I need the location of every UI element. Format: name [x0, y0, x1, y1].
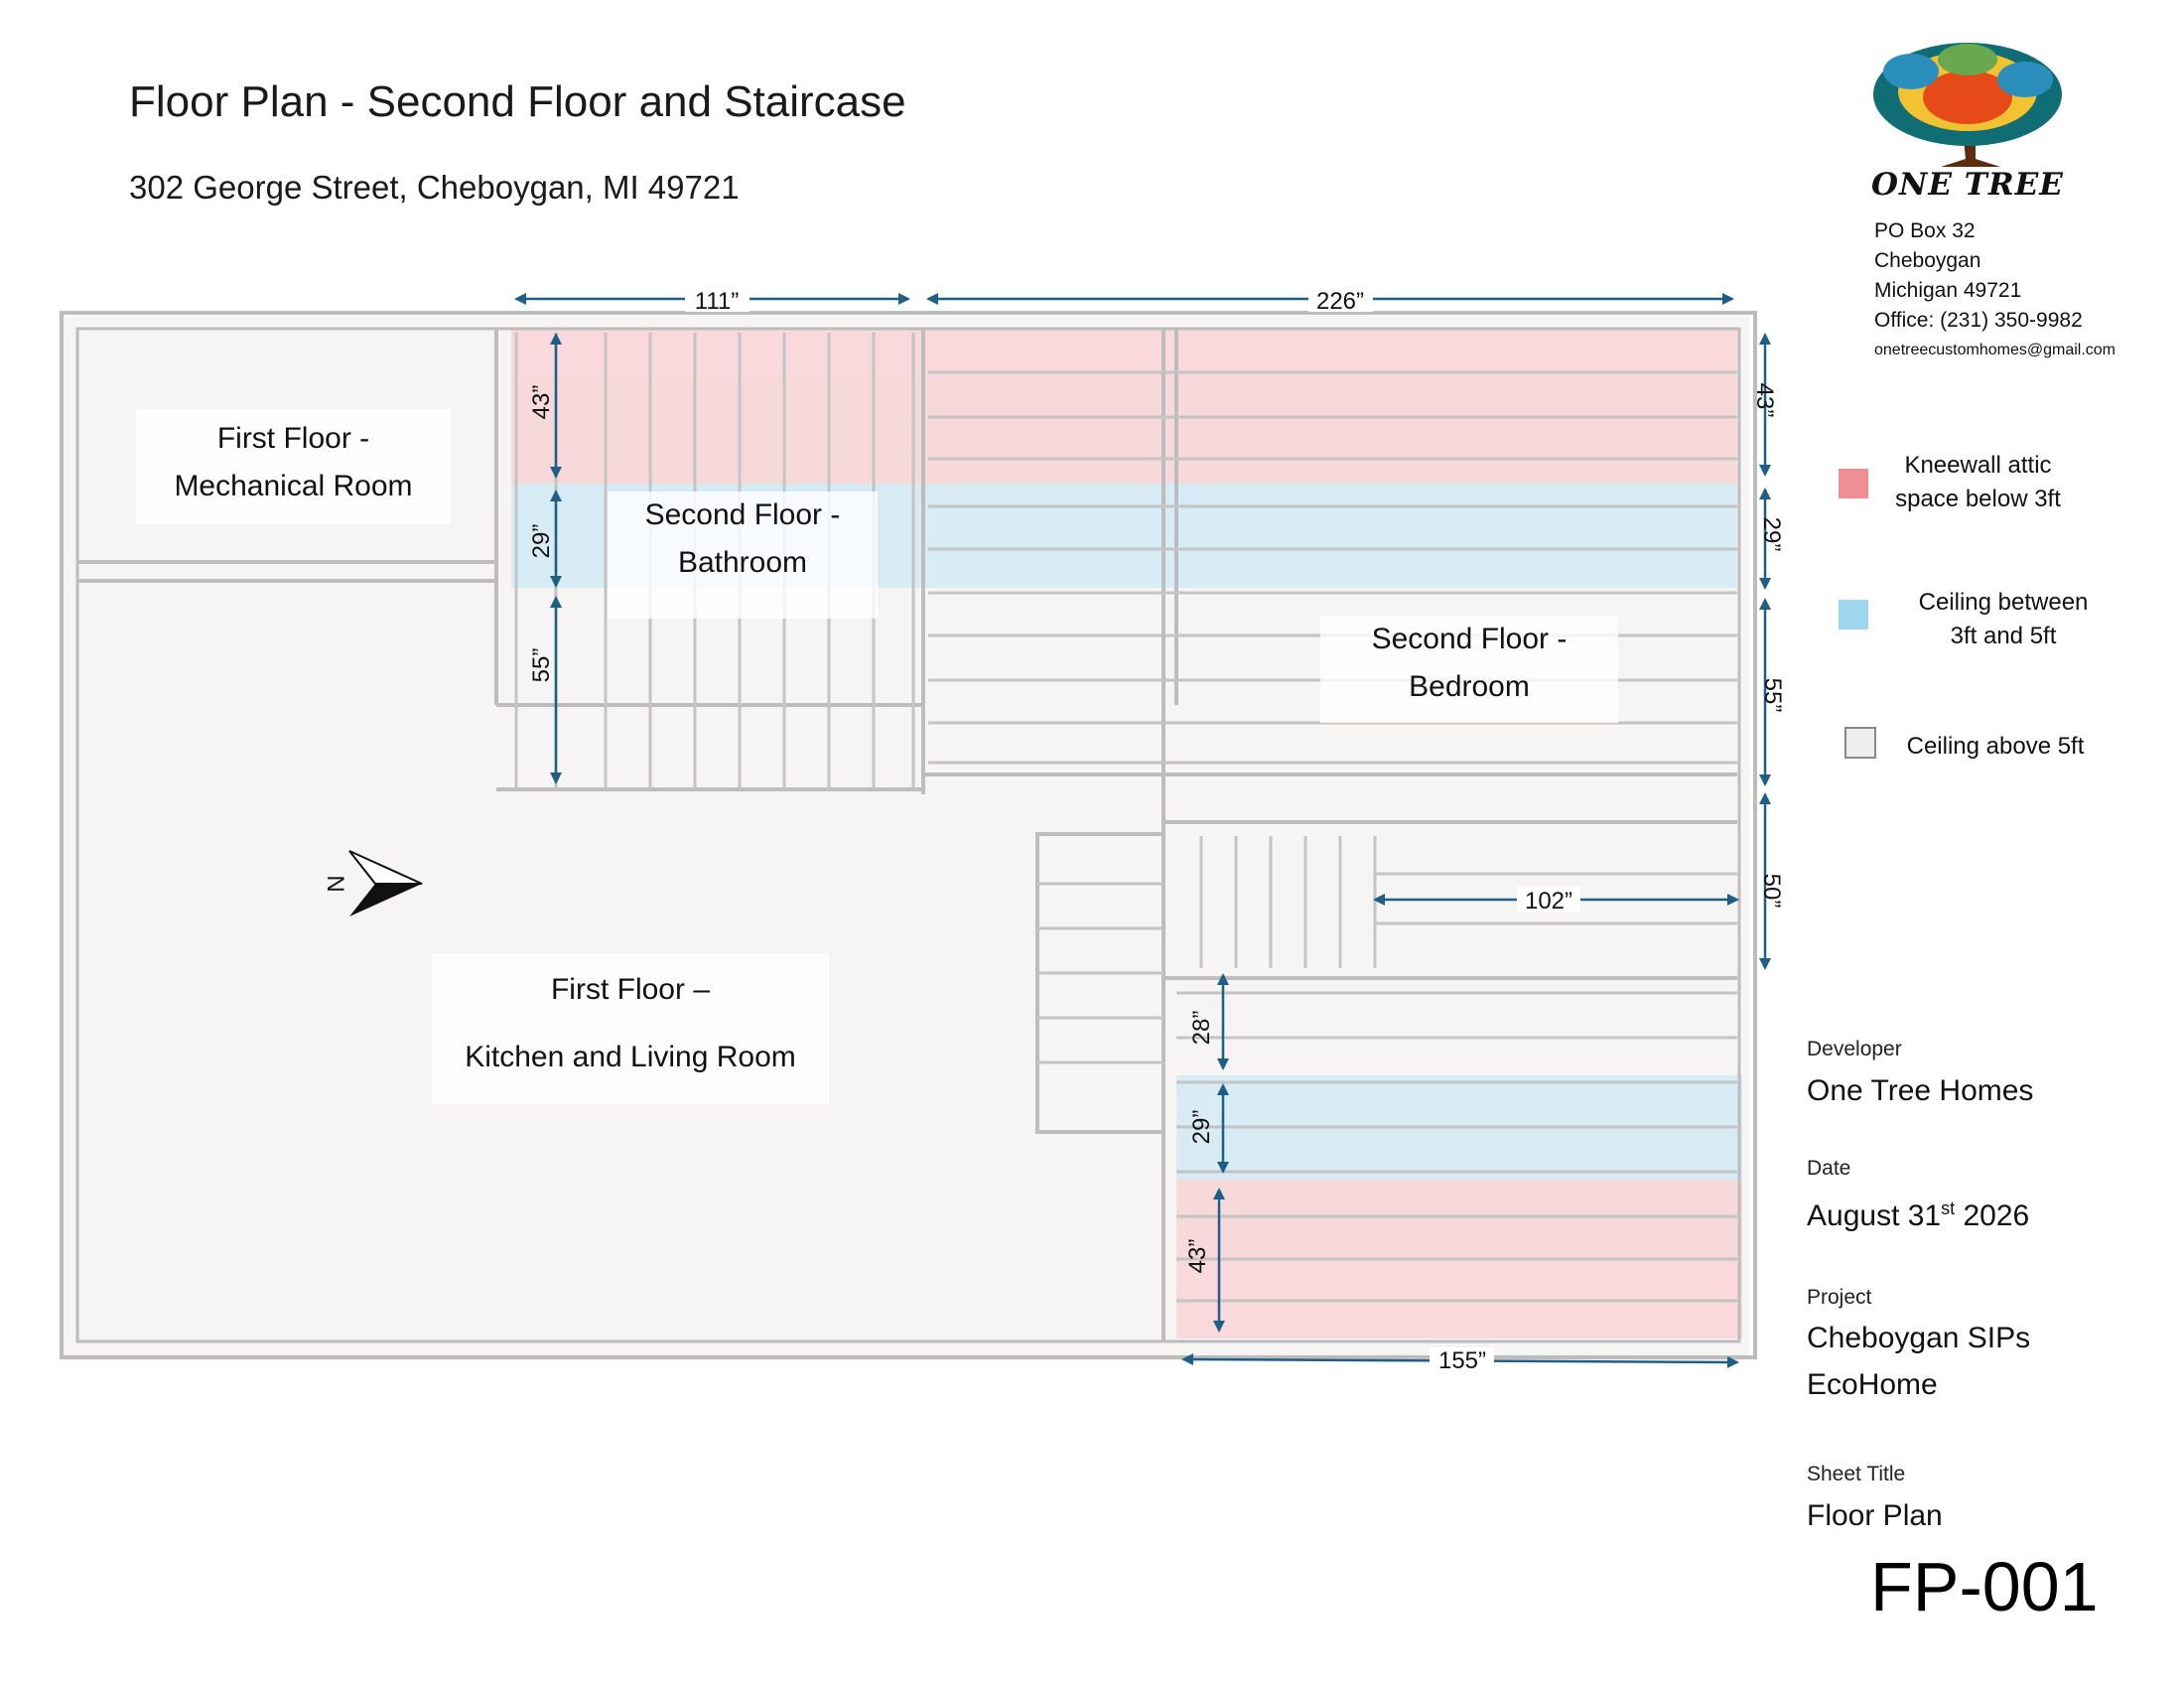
legend-swatch-kneewall: [1839, 469, 1868, 498]
dim-label-right-55: 55”: [1759, 678, 1786, 713]
legend-label-line: space below 3ft: [1895, 486, 2061, 512]
project-label: Project: [1807, 1286, 1872, 1309]
dim-label-155: 155”: [1438, 1347, 1486, 1374]
room-label-line: Bathroom: [677, 546, 808, 579]
legend-label-line: Ceiling above 5ft: [1906, 733, 2085, 760]
project-address: 302 George Street, Cheboygan, MI 49721: [129, 169, 740, 206]
email-address: onetreecustomhomes@gmail.com: [1874, 342, 2116, 358]
po-box: PO Box 32: [1874, 219, 1976, 242]
sheet-title-value: Floor Plan: [1807, 1499, 1943, 1532]
dim-label-low-28: 28”: [1188, 1011, 1215, 1046]
north-arrow-icon: N: [322, 850, 423, 916]
one-tree-logo-icon: [1873, 43, 2062, 167]
developer-label: Developer: [1807, 1038, 1902, 1060]
city: Cheboygan: [1874, 249, 1981, 272]
legend-item-kneewall: Kneewall attic space below 3ft: [1876, 449, 2080, 516]
legend-label-line: Kneewall attic: [1904, 452, 2052, 479]
dim-label-right-29: 29”: [1758, 517, 1785, 552]
room-label-line: First Floor -: [216, 422, 370, 455]
date-value-year: 2026: [1955, 1199, 2030, 1232]
date-label: Date: [1807, 1157, 1851, 1180]
sheet-number: FP-001: [1870, 1548, 2099, 1625]
sheet-heading: Floor Plan - Second Floor and Staircase: [129, 77, 906, 126]
legend-label-line: 3ft and 5ft: [1950, 623, 2057, 649]
north-label: N: [322, 875, 348, 892]
room-label-mechanical: First Floor - Mechanical Room: [136, 409, 451, 524]
project-value: Cheboygan SIPs EcoHome: [1807, 1315, 2030, 1408]
room-label-line: Second Floor -: [1371, 623, 1568, 655]
exterior-walls: [60, 311, 1757, 1359]
dim-label-bath-29: 29”: [528, 524, 555, 559]
state-zip: Michigan 49721: [1874, 279, 2022, 302]
company-logo-text: ONE TREE: [1871, 167, 2064, 203]
sheet-title-label: Sheet Title: [1807, 1463, 1906, 1485]
project-value-line: Cheboygan SIPs: [1807, 1322, 2031, 1354]
developer-value: One Tree Homes: [1807, 1074, 2034, 1107]
legend-item-mid-ceiling: Ceiling between 3ft and 5ft: [1894, 586, 2113, 653]
dim-label-102: 102”: [1525, 888, 1572, 914]
dim-label-right-43: 43”: [1751, 383, 1778, 418]
date-value-main: August 31: [1807, 1199, 1942, 1232]
office-phone: Office: (231) 350-9982: [1874, 309, 2083, 332]
legend-item-high-ceiling: Ceiling above 5ft: [1891, 730, 2100, 764]
room-label-kitchen: First Floor – Kitchen and Living Room: [432, 953, 829, 1104]
room-label-line: Mechanical Room: [174, 470, 413, 502]
date-value: August 31st 2026: [1807, 1186, 2029, 1239]
dim-label-bath-55: 55”: [528, 648, 555, 683]
room-label-line: First Floor –: [550, 973, 711, 1006]
dim-label-226: 226”: [1316, 288, 1364, 315]
dim-label-bath-43: 43”: [528, 385, 555, 420]
dim-label-right-50: 50”: [1758, 874, 1785, 909]
legend-swatch-mid-ceiling: [1839, 600, 1868, 630]
room-label-line: Second Floor -: [644, 498, 841, 531]
date-value-suffix: st: [1941, 1198, 1956, 1218]
legend-label-line: Ceiling between: [1918, 589, 2089, 616]
dim-label-low-43: 43”: [1184, 1239, 1211, 1274]
room-label-line: Kitchen and Living Room: [465, 1041, 796, 1073]
dim-label-low-29: 29”: [1188, 1110, 1215, 1145]
room-label-bathroom: Second Floor - Bathroom: [608, 492, 878, 619]
company-contact: PO Box 32 Cheboygan Michigan 49721 Offic…: [1874, 216, 2116, 365]
project-value-line: EcoHome: [1807, 1368, 1938, 1401]
room-label-line: Bedroom: [1409, 670, 1530, 703]
legend-swatch-high-ceiling: [1844, 727, 1876, 759]
room-label-bedroom: Second Floor - Bedroom: [1320, 616, 1618, 723]
dim-label-111: 111”: [695, 288, 739, 315]
interior-walls: [77, 328, 1737, 1340]
